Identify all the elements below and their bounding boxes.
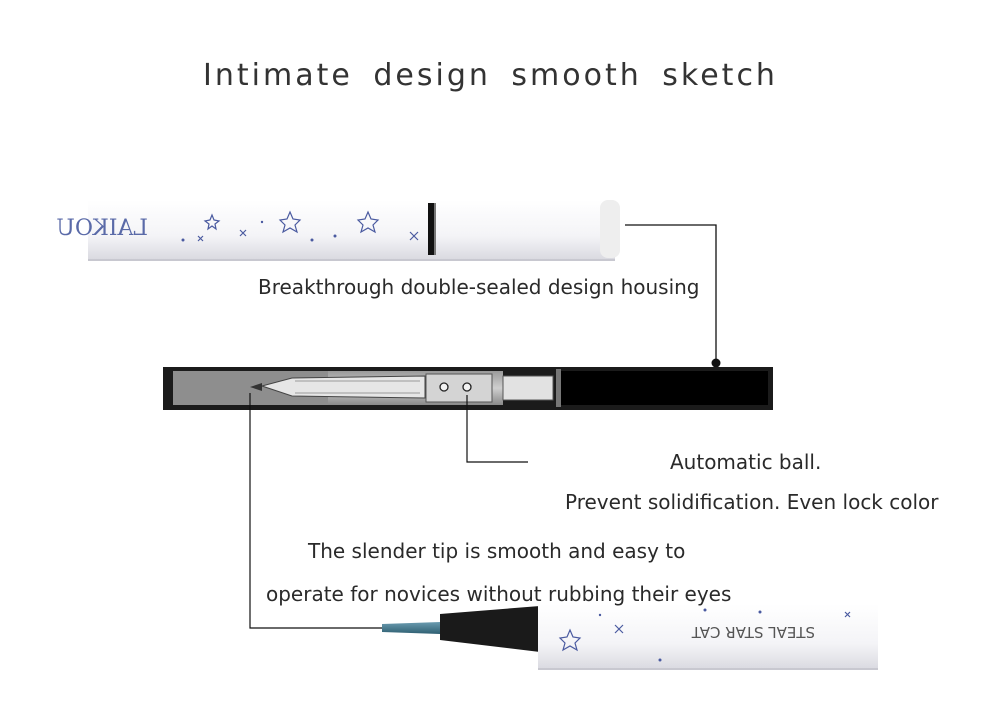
tip-caption-line2: operate for novices without rubbing thei…	[266, 582, 732, 606]
brush-tip	[382, 622, 440, 634]
top-pen: LAIKOU	[56, 200, 620, 261]
star-pattern	[197, 210, 419, 242]
housing-callout-dot	[711, 358, 721, 368]
tip-caption-line1: The slender tip is smooth and easy to	[308, 539, 686, 563]
top-pen-body	[88, 200, 615, 260]
cap-brand-text: LAIKOU	[56, 216, 148, 241]
barrel-brand-text: STEAL STAR CAT	[691, 623, 815, 641]
ball-caption-line2: Prevent solidification. Even lock color	[565, 490, 939, 514]
tip-callout-line	[249, 393, 383, 629]
barrel-star-pattern	[558, 611, 851, 652]
automatic-ball	[439, 382, 449, 392]
top-pen-seal-band	[428, 203, 434, 255]
bottom-pen-body	[538, 604, 878, 670]
cross-section-pen	[163, 367, 773, 410]
page-title: Intimate design smooth sketch	[203, 58, 778, 93]
ball-callout-line	[466, 395, 528, 463]
bottom-pen: STEAL STAR CAT	[382, 604, 878, 670]
top-pen-end	[600, 200, 620, 258]
housing-callout-line	[625, 224, 717, 362]
housing-caption: Breakthrough double-sealed design housin…	[258, 275, 700, 299]
ball-caption-line1: Automatic ball.	[670, 450, 822, 474]
tip-holder	[440, 606, 540, 652]
